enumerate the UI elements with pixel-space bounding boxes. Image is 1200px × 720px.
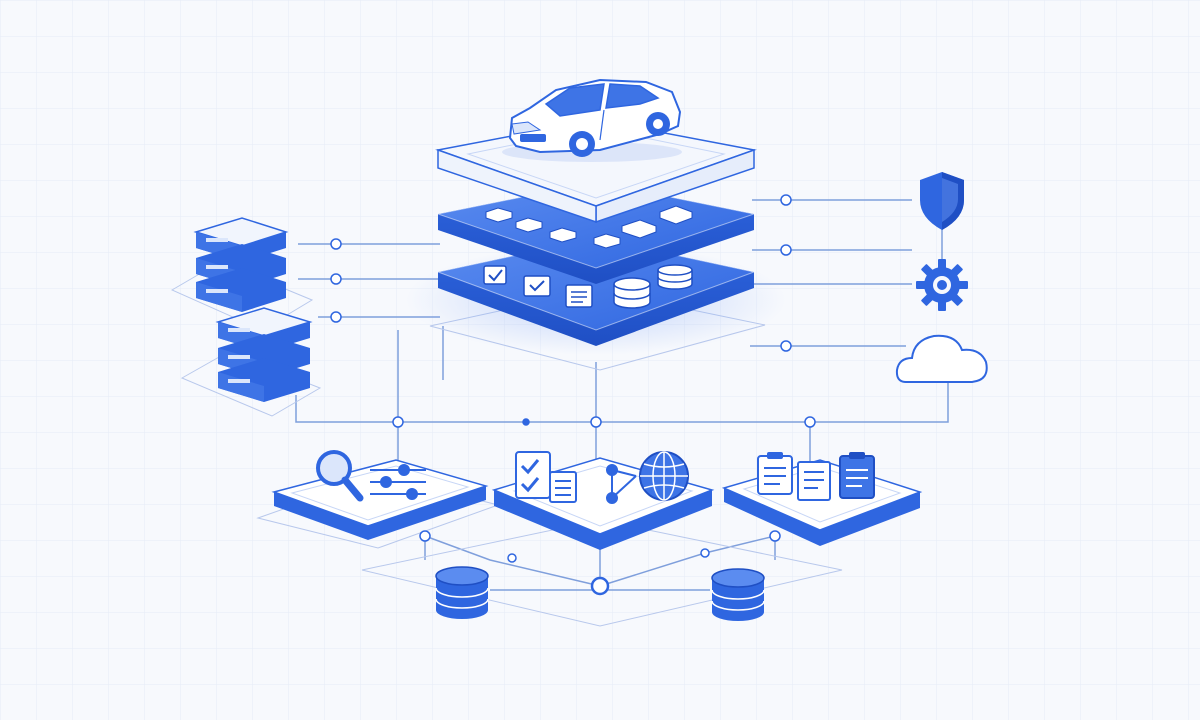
- checkbox-icon: [483, 265, 507, 285]
- database-icon: [613, 277, 651, 309]
- shield-icon: [920, 172, 964, 230]
- clipboard-icon: [839, 452, 875, 499]
- clipboard-icon: [757, 452, 793, 495]
- database-icon: [657, 264, 693, 290]
- database-right: [711, 568, 765, 621]
- network-nodes-icon: [606, 464, 637, 504]
- document-icon: [565, 284, 593, 308]
- server-rack-lower: [215, 307, 313, 402]
- gear-icon: [916, 259, 968, 311]
- connector-lines: [295, 199, 949, 591]
- document-icon: [797, 461, 831, 501]
- service-blocks-icon: [485, 205, 693, 249]
- database-icon: [435, 566, 489, 619]
- slider-controls-icon: [370, 464, 426, 500]
- cloud-icon: [895, 334, 988, 383]
- server-icon: [193, 217, 289, 312]
- workflow-platform: [491, 451, 715, 550]
- analytics-platform: [271, 450, 489, 540]
- globe-icon: [639, 451, 689, 501]
- server-rack-upper: [193, 217, 289, 312]
- folder-check-icon: [523, 275, 551, 297]
- magnifier-icon: [316, 450, 364, 502]
- car-icon: [502, 78, 682, 162]
- server-icon: [215, 307, 313, 402]
- reports-platform: [721, 452, 923, 546]
- connector-nodes: [330, 194, 816, 596]
- checklist-icon: [515, 451, 577, 503]
- database-left: [435, 566, 489, 619]
- database-icon: [711, 568, 765, 621]
